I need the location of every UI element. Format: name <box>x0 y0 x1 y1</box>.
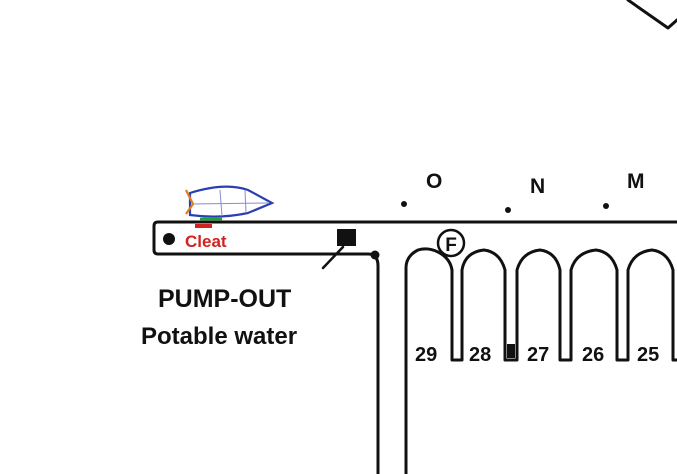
slip-26-label: 26 <box>582 344 604 366</box>
cleat-label: Cleat <box>185 232 227 251</box>
row-label-o: O <box>426 170 442 193</box>
slip-25-label: 25 <box>637 344 659 366</box>
boat-hull <box>188 185 275 218</box>
pump-out-leader-line <box>321 245 345 270</box>
boat-keel-line <box>191 202 269 205</box>
shoreline <box>626 0 677 30</box>
row-n-marker <box>505 207 511 213</box>
boat-icon[interactable] <box>185 185 275 221</box>
boat-stern-accent <box>185 189 195 215</box>
pump-out-label: PUMP-OUT <box>158 285 291 313</box>
row-label-m: M <box>627 170 645 193</box>
row-label-n: N <box>530 175 545 198</box>
boat-rib-line <box>244 189 247 214</box>
dock-marker <box>370 250 380 260</box>
row-o-marker <box>401 201 407 207</box>
slip-28-label: 28 <box>469 344 491 366</box>
pump-out-station-icon <box>337 229 356 246</box>
cleat-icon[interactable] <box>195 224 212 228</box>
potable-water-label: Potable water <box>141 323 297 350</box>
bollard-marker <box>163 233 175 245</box>
row-m-marker <box>603 203 609 209</box>
fuel-symbol-text: F <box>445 235 457 256</box>
slip-28-post <box>507 344 515 358</box>
fuel-icon: F <box>436 228 466 258</box>
slip-29-label: 29 <box>415 344 437 366</box>
slip-27-label: 27 <box>527 344 549 366</box>
boat-rib-line <box>219 189 223 217</box>
